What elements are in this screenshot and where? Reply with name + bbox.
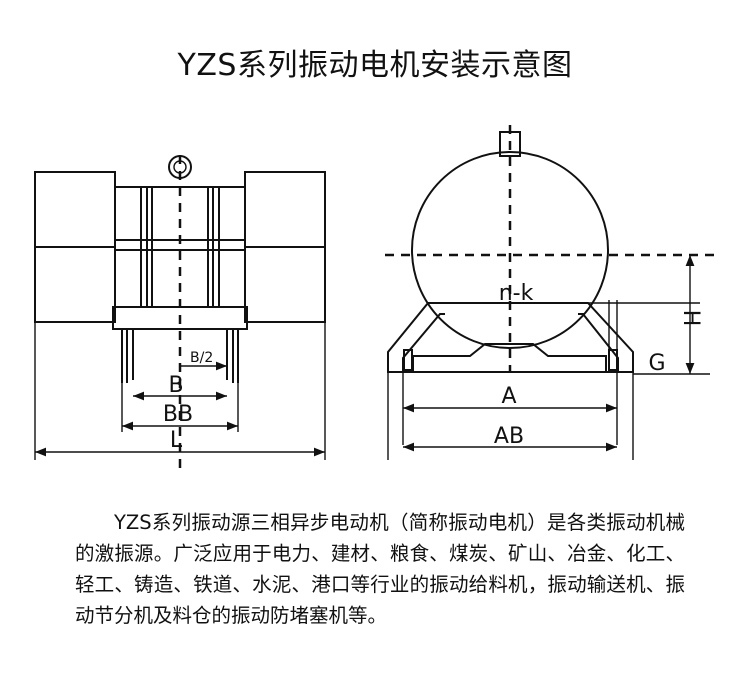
label-ab: AB <box>494 424 524 449</box>
label-l: L <box>170 428 183 453</box>
label-n-k: n-k <box>499 281 534 306</box>
label-a: A <box>501 384 516 409</box>
installation-diagram: B/2 B BB L n-k <box>34 125 720 470</box>
foot-bolts <box>121 329 239 383</box>
motor-circle <box>411 151 609 349</box>
side-view-drawing: B/2 B BB L <box>34 155 326 470</box>
label-g: G <box>648 351 665 376</box>
description-text: YZS系列振动源三相异步电动机（简称振动电机）是各类振动机械的激振源。广泛应用于… <box>75 511 685 627</box>
end-view-drawing: n-k H G A AB <box>385 125 720 460</box>
label-bb: BB <box>163 402 193 427</box>
label-b-half: B/2 <box>190 350 213 366</box>
label-b: B <box>168 373 183 398</box>
page-title: YZS系列振动电机安装示意图 <box>177 48 573 83</box>
label-h: H <box>678 310 703 327</box>
